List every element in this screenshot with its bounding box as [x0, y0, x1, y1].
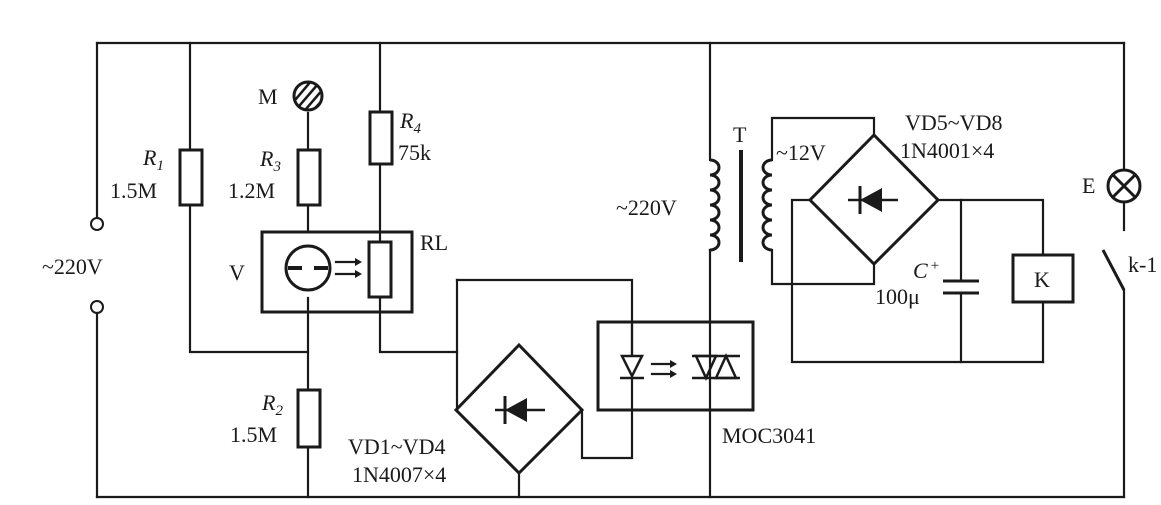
mains-voltage-label: ~220V: [42, 254, 103, 279]
rl-label: RL: [420, 230, 448, 255]
resistor-r4: [368, 41, 459, 354]
bridge-rectifier-vd1-vd4: [453, 278, 634, 499]
resistor-r2: [296, 388, 322, 449]
v-label: V: [229, 260, 245, 285]
r4-label: R4: [399, 108, 421, 137]
relay-label: K: [1034, 267, 1050, 292]
vd1-vd4-label: VD1~VD4: [348, 434, 445, 459]
moc3041-label: MOC3041: [722, 423, 816, 448]
m-label: M: [258, 84, 278, 109]
r2-value: 1.5M: [230, 422, 277, 447]
secondary-voltage-label: ~12V: [776, 140, 826, 165]
transformer-label: T: [733, 122, 747, 147]
capacitor-c: [943, 198, 979, 364]
resistor-r1: [178, 41, 310, 354]
vd5-vd8-value: 1N4001×4: [900, 138, 994, 163]
vd1-vd4-value: 1N4007×4: [352, 462, 446, 487]
photocoupler-package: [260, 230, 414, 314]
lamp-label: E: [1082, 173, 1095, 198]
primary-voltage-label: ~220V: [616, 195, 677, 220]
bridge-rectifier-vd5-vd8: [790, 132, 1045, 364]
vd5-vd8-label: VD5~VD8: [905, 110, 1002, 135]
m-sensor-icon: [292, 80, 324, 112]
mains-input: [90, 41, 104, 499]
transformer-t: [708, 116, 876, 286]
relay-k: [1011, 253, 1075, 304]
r3-value: 1.2M: [228, 178, 275, 203]
capacitor-value: 100μ: [875, 284, 920, 309]
resistor-r3: [296, 148, 322, 207]
r1-value: 1.5M: [110, 178, 157, 203]
r1-label: R1: [142, 145, 164, 174]
moc3041-optotriac: [596, 320, 755, 412]
lamp-e-branch: [1101, 41, 1142, 499]
contact-k1-label: k-1: [1128, 252, 1157, 277]
r4-value: 75k: [398, 140, 431, 165]
r2-label: R2: [261, 390, 283, 419]
r3-label: R3: [259, 146, 281, 175]
capacitor-label: C+: [913, 258, 940, 283]
